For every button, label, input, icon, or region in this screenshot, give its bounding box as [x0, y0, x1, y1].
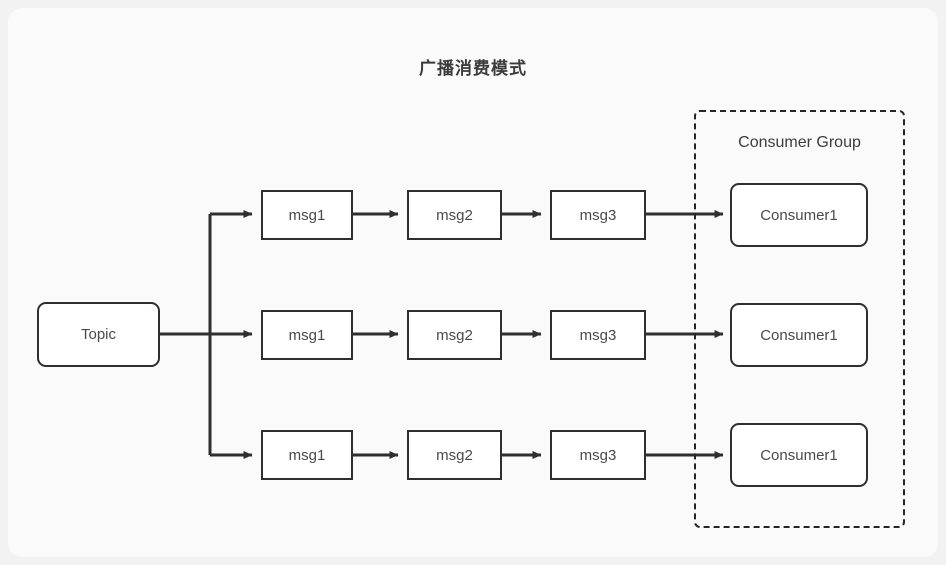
topic-node-label: Topic — [80, 326, 117, 343]
row2-consumer-label: Consumer1 — [760, 326, 838, 344]
row3-msg2-node[interactable]: msg2 — [407, 430, 502, 480]
row1-consumer-node[interactable]: Consumer1 — [730, 183, 868, 247]
row3-msg1-node[interactable]: msg1 — [261, 430, 353, 480]
topic-node[interactable]: Topic — [37, 302, 160, 367]
consumer-group-label: Consumer Group — [738, 134, 861, 151]
row1-consumer-label: Consumer1 — [760, 206, 838, 224]
row1-msg1-label: msg1 — [288, 206, 326, 224]
row3-msg1-label: msg1 — [288, 446, 326, 464]
row2-msg2-node[interactable]: msg2 — [407, 310, 502, 360]
row3-consumer-label: Consumer1 — [760, 446, 838, 464]
row2-msg3-node[interactable]: msg3 — [550, 310, 646, 360]
row2-msg1-node[interactable]: msg1 — [261, 310, 353, 360]
consumer-group-container — [694, 110, 905, 528]
row2-consumer-node[interactable]: Consumer1 — [730, 303, 868, 367]
row1-msg3-label: msg3 — [579, 206, 617, 224]
row3-msg2-label: msg2 — [436, 446, 473, 464]
row1-msg2-label: msg2 — [436, 206, 473, 224]
row1-msg1-node[interactable]: msg1 — [261, 190, 353, 240]
row2-msg3-label: msg3 — [579, 326, 617, 344]
row1-msg2-node[interactable]: msg2 — [407, 190, 502, 240]
row2-msg2-label: msg2 — [436, 326, 473, 344]
diagram-title: 广播消费模式 — [419, 59, 527, 78]
row1-msg3-node[interactable]: msg3 — [550, 190, 646, 240]
row2-msg1-label: msg1 — [288, 326, 326, 344]
row3-msg3-node[interactable]: msg3 — [550, 430, 646, 480]
row3-consumer-node[interactable]: Consumer1 — [730, 423, 868, 487]
row3-msg3-label: msg3 — [579, 446, 617, 464]
